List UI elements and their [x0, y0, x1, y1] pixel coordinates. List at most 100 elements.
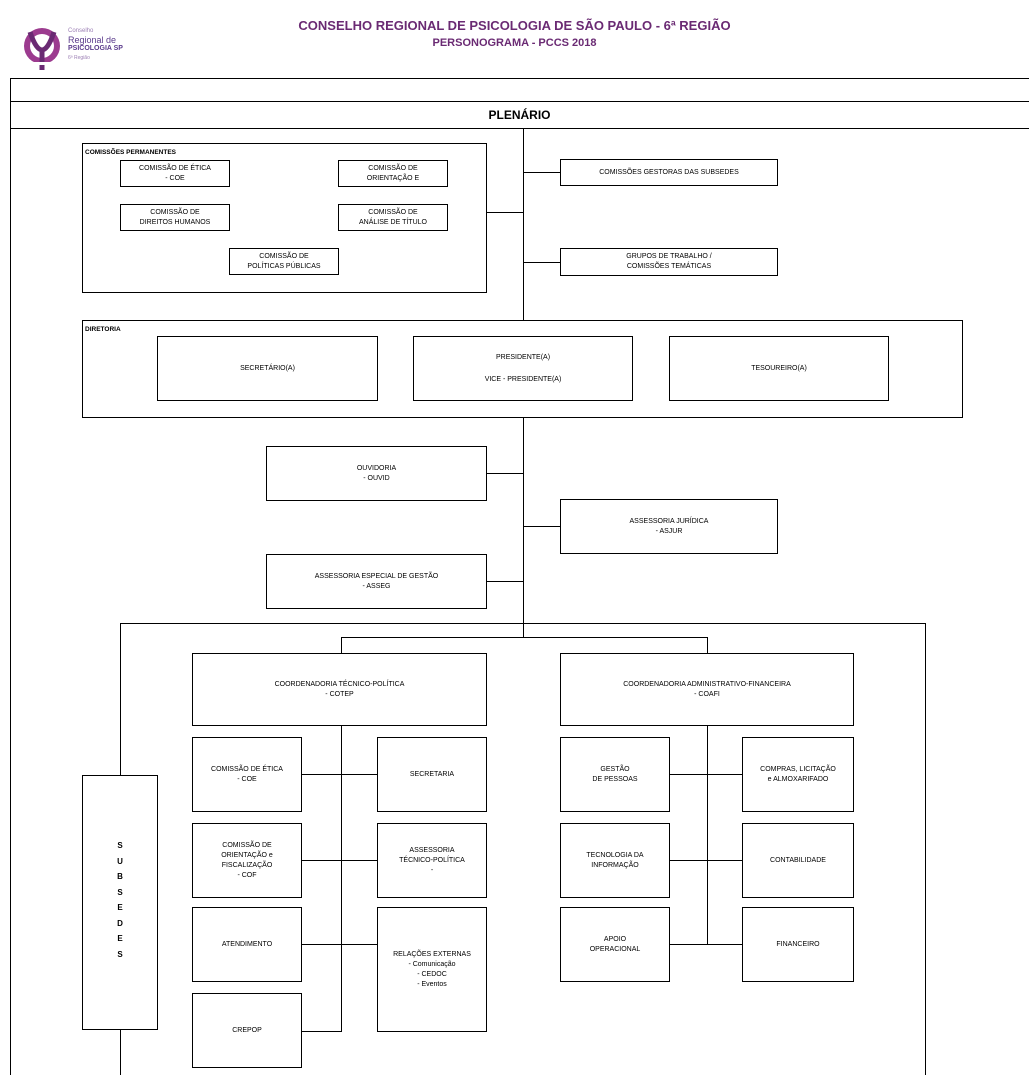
compras-line2: e ALMOXARIFADO — [767, 775, 829, 783]
comissao-analise-box: COMISSÃO DE ANÁLISE DE TÍTULO — [338, 204, 448, 231]
ouvidoria-box: OUVIDORIA - OUVID — [266, 446, 487, 501]
coafi-line2: - COAFI — [694, 690, 720, 698]
comissao-orientacao-box: COMISSÃO DE ORIENTAÇÃO E — [338, 160, 448, 187]
relacoes-externas-line1: RELAÇÕES EXTERNAS — [393, 950, 471, 958]
financeiro-label: FINANCEIRO — [776, 940, 820, 948]
presidente-box: PRESIDENTE(A) VICE - PRESIDENTE(A) — [413, 336, 633, 401]
frame-left — [10, 78, 11, 1075]
ti-connector — [670, 860, 743, 861]
gestoras-connector — [523, 172, 560, 173]
relacoes-externas-line3: - CEDOC — [417, 970, 447, 978]
asjur-line1: ASSESSORIA JURÍDICA — [629, 517, 709, 525]
ti-box: TECNOLOGIA DA INFORMAÇÃO — [560, 823, 670, 898]
atendimento-label: ATENDIMENTO — [221, 940, 273, 948]
gestao-connector — [670, 774, 743, 775]
ouvidoria-line1: OUVIDORIA — [356, 464, 397, 472]
relacoes-externas-box: RELAÇÕES EXTERNAS - Comunicação - CEDOC … — [377, 907, 487, 1032]
comissao-politicas-line2: POLÍTICAS PÚBLICAS — [247, 262, 321, 270]
assessoria-tecnica-line3: - — [430, 866, 434, 874]
trunk-line-2 — [523, 418, 524, 623]
ti-line1: TECNOLOGIA DA — [586, 851, 644, 859]
grupos-trabalho-line2: COMISSÕES TEMÁTICAS — [626, 263, 712, 270]
grupos-trabalho-line1: GRUPOS DE TRABALHO / — [626, 253, 712, 260]
page-title: CONSELHO REGIONAL DE PSICOLOGIA DE SÃO P… — [298, 18, 731, 33]
comissoes-permanentes-label: COMISSÕES PERMANENTES — [85, 149, 177, 156]
logo-psi-icon — [24, 28, 60, 70]
coord-split-stem — [523, 623, 524, 637]
coord-split-line — [341, 637, 707, 638]
comissao-etica-box: COMISSÃO DE ÉTICA - COE — [120, 160, 230, 187]
secretario-box: SECRETÁRIO(A) — [157, 336, 378, 401]
subsedes-letter: S — [117, 841, 123, 850]
gestao-pessoas-line1: GESTÃO — [600, 765, 630, 773]
asseg-connector — [487, 581, 523, 582]
logo-line4: 6ª Região — [68, 55, 90, 61]
subsedes-letter: U — [117, 856, 123, 866]
lower-frame-left-bottom — [120, 1030, 121, 1075]
secretario-label: SECRETÁRIO(A) — [240, 364, 295, 372]
tesoureiro-label: TESOUREIRO(A) — [751, 364, 807, 372]
plenario-title: PLENÁRIO — [488, 107, 551, 122]
comissao-etica-line1: COMISSÃO DE ÉTICA — [139, 164, 211, 172]
asjur-connector — [523, 526, 560, 527]
atendimento-connector — [302, 944, 378, 945]
subsedes-letter: S — [117, 949, 123, 959]
coafi-trunk — [707, 726, 708, 944]
presidente-label: PRESIDENTE(A) — [495, 353, 551, 361]
subsedes-label: S U B S E D E S — [82, 838, 158, 962]
grupos-connector — [523, 262, 560, 263]
coafi-line1: COORDENADORIA ADMINISTRATIVO-FINANCEIRA — [623, 680, 791, 688]
header-divider-2 — [10, 101, 1029, 102]
assessoria-tecnica-line2: TÉCNICO-POLÍTICA — [399, 856, 465, 864]
cotep-trunk — [341, 726, 342, 1032]
cotep-cof-line2: ORIENTAÇÃO e — [221, 851, 273, 859]
subsedes-letter: B — [117, 872, 123, 881]
comissao-orientacao-line2: ORIENTAÇÃO E — [366, 174, 420, 182]
apoio-connector — [670, 944, 743, 945]
cotep-cof-line1: COMISSÃO DE — [222, 841, 272, 849]
atendimento-box: ATENDIMENTO — [192, 907, 302, 982]
lower-frame-top — [120, 623, 925, 624]
asseg-box: ASSESSORIA ESPECIAL DE GESTÃO - ASSEG — [266, 554, 487, 609]
relacoes-externas-line4: - Eventos — [417, 980, 447, 988]
secretaria-box: SECRETARIA — [377, 737, 487, 812]
vice-presidente-label: VICE - PRESIDENTE(A) — [484, 375, 562, 383]
coafi-drop — [707, 637, 708, 653]
asseg-line1: ASSESSORIA ESPECIAL DE GESTÃO — [314, 572, 439, 580]
crepop-box: CREPOP — [192, 993, 302, 1068]
financeiro-box: FINANCEIRO — [742, 907, 854, 982]
comissoes-gestoras-label: COMISSÕES GESTORAS DAS SUBSEDES — [599, 168, 739, 176]
cotep-coe-line2: - COE — [237, 775, 257, 783]
ouvidoria-connector — [487, 473, 523, 474]
apoio-line2: OPERACIONAL — [589, 945, 641, 953]
comissao-politicas-box: COMISSÃO DE POLÍTICAS PÚBLICAS — [229, 248, 339, 275]
cotep-cof-connector — [302, 860, 378, 861]
lower-frame-left — [120, 623, 121, 775]
comissao-etica-line2: - COE — [165, 174, 185, 182]
comissao-politicas-line1: COMISSÃO DE — [259, 252, 309, 260]
relacoes-externas-line2: - Comunicação — [408, 960, 456, 968]
subsedes-letter: D — [117, 918, 123, 928]
tesoureiro-box: TESOUREIRO(A) — [669, 336, 889, 401]
cotep-cof-line4: - COF — [237, 871, 257, 879]
coafi-box: COORDENADORIA ADMINISTRATIVO-FINANCEIRA … — [560, 653, 854, 726]
plenario-divider — [10, 128, 1029, 129]
compras-line1: COMPRAS, LICITAÇÃO — [760, 765, 836, 773]
cotep-coe-connector — [302, 774, 378, 775]
assessoria-tecnica-box: ASSESSORIA TÉCNICO-POLÍTICA - — [377, 823, 487, 898]
logo-line1: Conselho — [68, 28, 94, 34]
lower-frame-right — [925, 623, 926, 1075]
cotep-line1: COORDENADORIA TÉCNICO-POLÍTICA — [274, 680, 405, 688]
asseg-line2: - ASSEG — [362, 582, 391, 590]
comissao-direitos-box: COMISSÃO DE DIREITOS HUMANOS — [120, 204, 230, 231]
comissao-direitos-line1: COMISSÃO DE — [150, 208, 200, 216]
subsedes-letter: E — [117, 903, 123, 912]
crepop-connector — [302, 1031, 342, 1032]
ti-line2: INFORMAÇÃO — [591, 861, 639, 869]
logo-line2: Regional de — [68, 35, 117, 45]
page-subtitle: PERSONOGRAMA - PCCS 2018 — [432, 37, 597, 49]
grupos-trabalho-box: GRUPOS DE TRABALHO / COMISSÕES TEMÁTICAS — [560, 248, 778, 276]
comissoes-gestoras-box: COMISSÕES GESTORAS DAS SUBSEDES — [560, 159, 778, 186]
contabilidade-label: CONTABILIDADE — [770, 856, 826, 864]
comissoes-connector — [487, 212, 523, 213]
